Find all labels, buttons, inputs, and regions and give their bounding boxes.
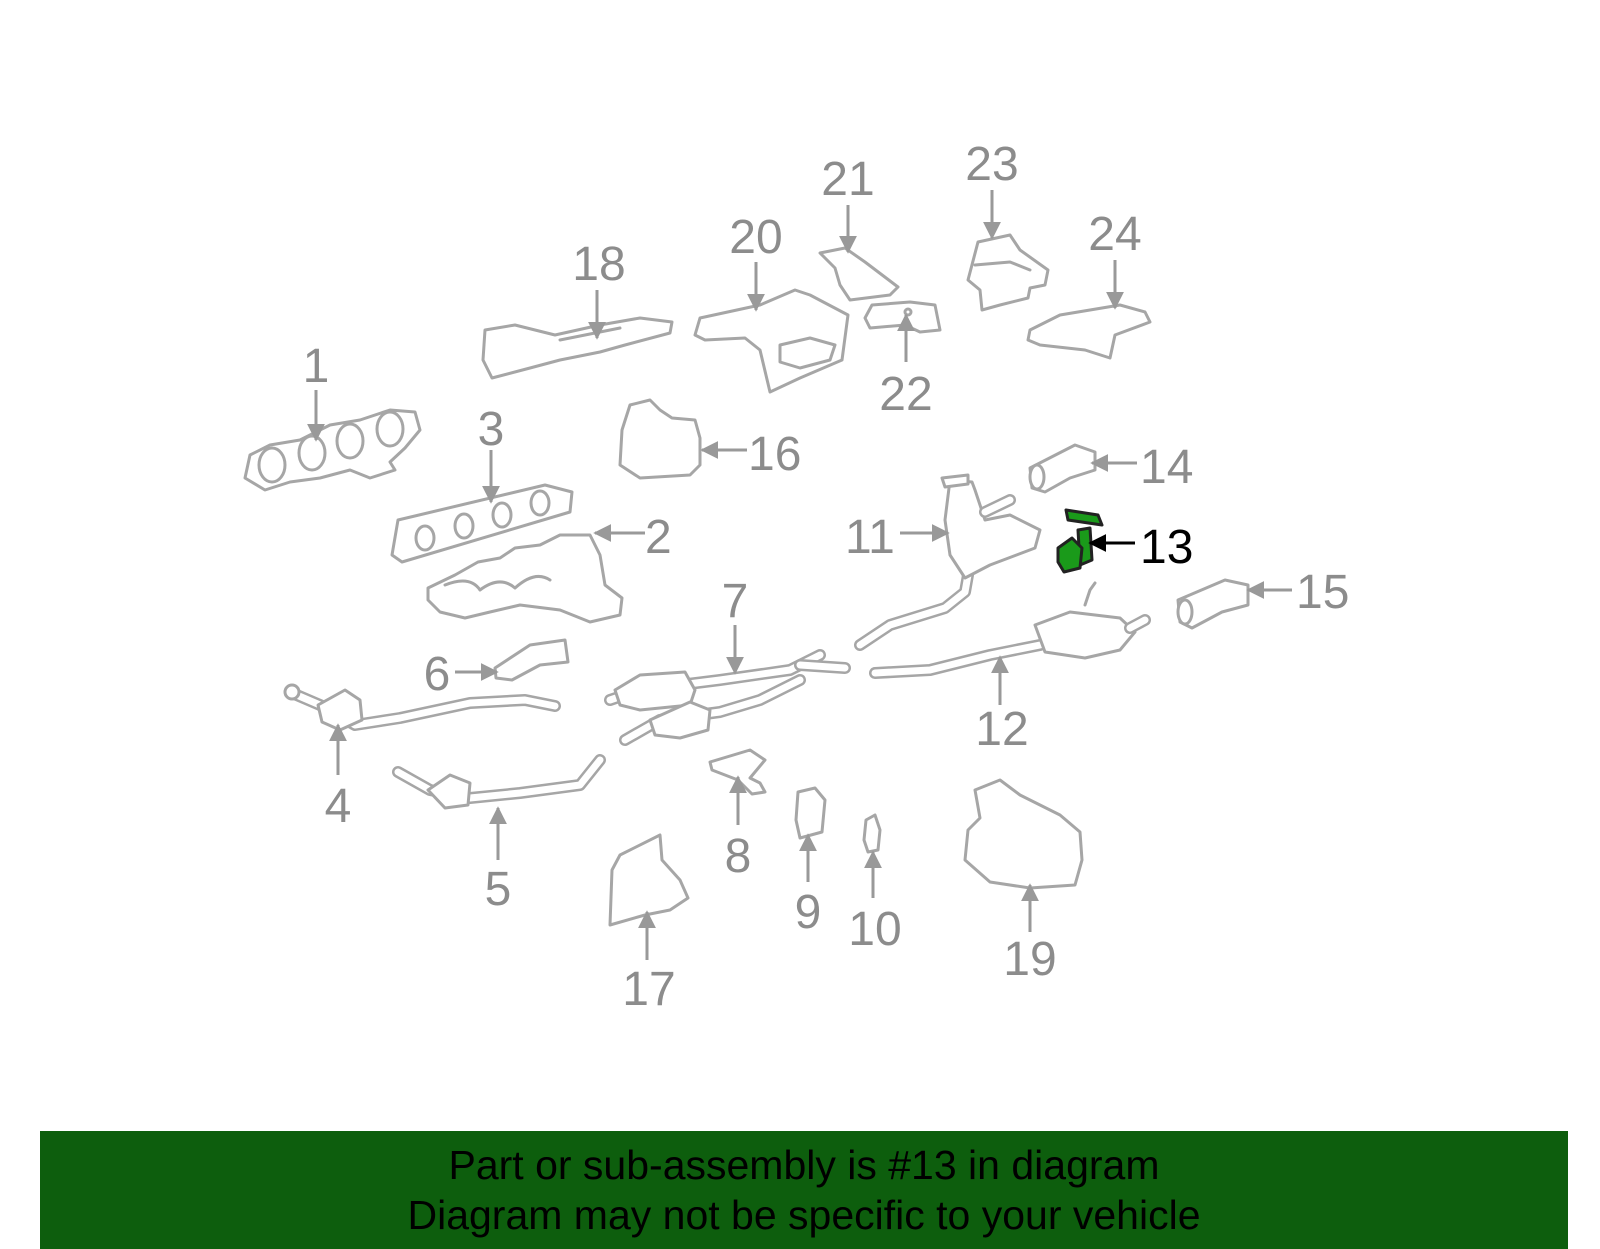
callout-13[interactable]: 13 [1140,521,1193,574]
part-22-bracket[interactable] [863,300,942,334]
callout-19[interactable]: 19 [1003,933,1056,986]
callout-2[interactable]: 2 [645,511,672,564]
banner-part-note: Part or sub-assembly is #13 in diagram [448,1142,1160,1188]
part-18-heat-shield[interactable] [481,316,674,380]
callout-18[interactable]: 18 [572,238,625,291]
callout-9[interactable]: 9 [795,886,822,939]
callout-24[interactable]: 24 [1088,208,1141,261]
part-11-muffler[interactable] [854,473,1042,651]
part-9-rubber-mount[interactable] [794,786,827,840]
callout-16[interactable]: 16 [748,428,801,481]
callout-20[interactable]: 20 [729,211,782,264]
part-12-rear-muffler[interactable] [869,581,1151,679]
part-2-exhaust-manifold[interactable] [426,533,624,624]
part-8-hanger[interactable] [708,748,767,796]
part-16-heat-shield[interactable] [618,398,702,480]
part-24-heat-shield[interactable] [1026,303,1152,360]
banner-disclaimer: Diagram may not be specific to your vehi… [407,1192,1201,1238]
part-17-heat-shield[interactable] [608,833,690,927]
part-4-front-pipe[interactable] [283,683,561,732]
part-14-tailpipe-tip[interactable] [1028,443,1097,494]
callout-15[interactable]: 15 [1296,566,1349,619]
callout-17[interactable]: 17 [622,963,675,1016]
callout-7[interactable]: 7 [722,575,749,628]
part-7-y-pipe[interactable] [604,649,851,746]
part-3-gasket[interactable] [390,483,574,564]
callout-8[interactable]: 8 [725,830,752,883]
callout-arrows [307,190,1292,960]
callout-12[interactable]: 12 [975,703,1028,756]
part-20-heat-shield[interactable] [693,288,850,394]
part-23-heat-shield[interactable] [966,233,1050,312]
callout-labels: 1 2 3 4 5 6 7 8 9 10 11 12 13 14 15 16 1… [303,138,1350,1016]
part-19-heat-shield[interactable] [963,778,1084,890]
callout-14[interactable]: 14 [1140,441,1193,494]
part-15-tailpipe-tip[interactable] [1176,578,1250,630]
part-13-highlighted-hanger[interactable] [1056,508,1104,574]
callout-6[interactable]: 6 [424,648,451,701]
part-5-front-pipe[interactable] [392,754,606,810]
part-10-clamp[interactable] [862,813,882,854]
callout-11[interactable]: 11 [845,511,895,564]
callout-22[interactable]: 22 [879,368,932,421]
callout-23[interactable]: 23 [965,138,1018,191]
callout-10[interactable]: 10 [848,903,901,956]
part-1-manifold-gasket[interactable] [243,408,422,492]
callout-5[interactable]: 5 [485,863,512,916]
part-6-bracket[interactable] [493,638,570,682]
callout-4[interactable]: 4 [325,780,352,833]
part-21-heat-shield[interactable] [818,246,900,302]
info-banner: Part or sub-assembly is #13 in diagram D… [40,1131,1568,1249]
callout-3[interactable]: 3 [478,403,505,456]
callout-1[interactable]: 1 [303,340,330,393]
callout-21[interactable]: 21 [821,153,874,206]
exhaust-parts-diagram: 1 2 3 4 5 6 7 8 9 10 11 12 13 14 15 16 1… [243,138,1350,1016]
